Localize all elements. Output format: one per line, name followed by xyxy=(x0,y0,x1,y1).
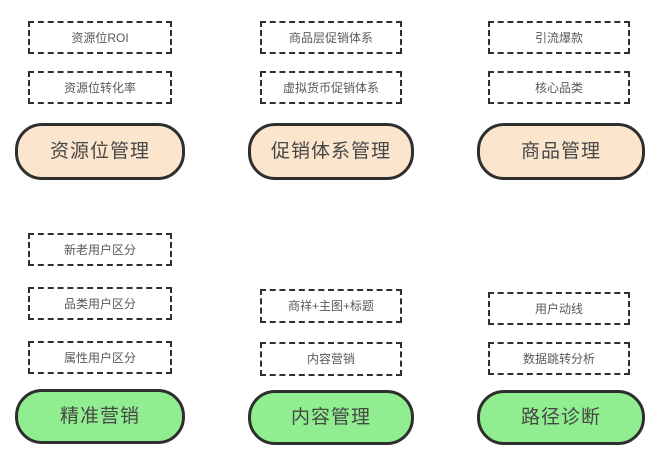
node-traffic-hot-item[interactable]: 引流爆款 xyxy=(488,21,630,54)
node-virtual-currency-promotion[interactable]: 虚拟货币促销体系 xyxy=(260,71,402,104)
node-label: 引流爆款 xyxy=(534,30,583,45)
node-resource-conversion-rate[interactable]: 资源位转化率 xyxy=(28,71,172,104)
group-title: 促销体系管理 xyxy=(270,141,391,162)
node-label: 品类用户区分 xyxy=(63,296,136,311)
node-label: 属性用户区分 xyxy=(63,350,136,365)
node-precision-marketing-pill[interactable]: 精准营销 xyxy=(15,389,185,444)
node-label: 商祥+主图+标题 xyxy=(287,299,375,313)
node-resource-management-pill[interactable]: 资源位管理 xyxy=(15,123,185,180)
node-detail-mainimage-title[interactable]: 商祥+主图+标题 xyxy=(260,289,402,323)
node-label: 资源位转化率 xyxy=(63,80,136,95)
node-data-jump-analysis[interactable]: 数据跳转分析 xyxy=(488,342,630,375)
node-path-diagnosis-pill[interactable]: 路径诊断 xyxy=(477,390,645,445)
node-content-management-pill[interactable]: 内容管理 xyxy=(248,390,414,445)
node-new-old-user-segmentation[interactable]: 新老用户区分 xyxy=(28,233,172,266)
node-label: 数据跳转分析 xyxy=(522,351,595,366)
node-content-marketing[interactable]: 内容营销 xyxy=(260,342,402,376)
node-label: 核心品类 xyxy=(534,80,583,95)
node-attribute-user-segmentation[interactable]: 属性用户区分 xyxy=(28,341,172,374)
node-user-movement-path[interactable]: 用户动线 xyxy=(488,292,630,325)
node-label: 用户动线 xyxy=(534,301,583,316)
node-product-level-promotion[interactable]: 商品层促销体系 xyxy=(260,21,402,54)
node-label: 虚拟货币促销体系 xyxy=(282,80,379,95)
node-label: 内容营销 xyxy=(306,352,355,366)
node-resource-roi[interactable]: 资源位ROI xyxy=(28,21,172,54)
node-label: 资源位ROI xyxy=(71,30,129,45)
node-label: 商品层促销体系 xyxy=(288,30,373,45)
node-core-category[interactable]: 核心品类 xyxy=(488,71,630,104)
node-category-user-segmentation[interactable]: 品类用户区分 xyxy=(28,287,172,320)
group-title: 精准营销 xyxy=(59,406,140,427)
group-title: 路径诊断 xyxy=(520,407,601,428)
node-product-management-pill[interactable]: 商品管理 xyxy=(477,123,645,180)
group-title: 商品管理 xyxy=(520,141,601,162)
group-title: 资源位管理 xyxy=(49,141,150,162)
node-promotion-system-management-pill[interactable]: 促销体系管理 xyxy=(248,123,414,180)
node-label: 新老用户区分 xyxy=(63,242,136,257)
group-title: 内容管理 xyxy=(290,407,371,428)
